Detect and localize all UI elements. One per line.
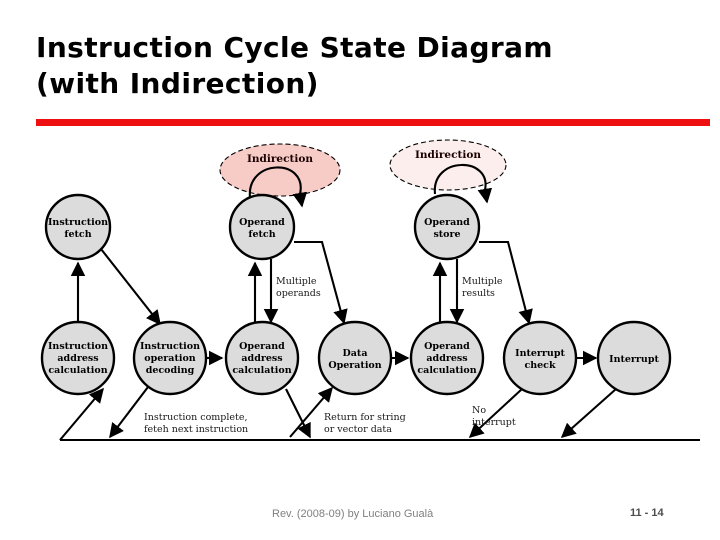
node-label-line-1: Instruction	[48, 341, 108, 352]
indirection-ellipse-operand-store: Indirection	[389, 139, 507, 191]
annotation-line-1: No	[472, 405, 486, 416]
indirection-ellipse-operand-fetch: Indirection	[219, 143, 341, 197]
edge-if-to-iod	[100, 248, 161, 326]
node-label-line-2: store	[433, 229, 460, 240]
indirection-label: Indirection	[247, 153, 313, 165]
node-label-line-3: calculation	[232, 365, 291, 376]
loop-arrow-operand-store	[477, 187, 493, 204]
node-label-line-2: fetch	[64, 229, 91, 240]
node-label-line-1: Operand	[424, 217, 470, 228]
node-label-line-3: calculation	[48, 365, 107, 376]
node-label-line-1: Interrupt	[609, 354, 659, 365]
edges	[59, 240, 700, 442]
node-label-line-1: Instruction	[48, 217, 108, 228]
annotation-line-2: feteh next instruction	[144, 424, 248, 435]
node-label-line-1: Operand	[239, 217, 285, 228]
loop-operand-fetch	[248, 166, 302, 199]
annotation-line-2: or vector data	[324, 424, 392, 435]
node-instruction-fetch[interactable]: Instruction fetch	[44, 193, 112, 261]
node-label-line-2: check	[524, 360, 556, 371]
annotation-line-2: operands	[276, 288, 321, 299]
node-operand-address-calculation-2[interactable]: Operand address calculation	[409, 320, 485, 396]
annotation-line-2: interrupt	[472, 417, 516, 428]
edge-interrupt-to-bus	[560, 388, 617, 438]
node-label-line-2: address	[57, 353, 98, 364]
node-label-line-1: Operand	[239, 341, 285, 352]
annotation-line-2: results	[462, 288, 495, 299]
node-label-line-1: Operand	[424, 341, 470, 352]
node-label-line-1: Instruction	[140, 341, 200, 352]
edge-annotations: Multiple operands Multiple results Instr…	[144, 276, 516, 435]
node-label-line-1: Data	[343, 348, 368, 359]
node-data-operation[interactable]: Data Operation	[317, 320, 393, 396]
page-title: Instruction Cycle State Diagram (with In…	[36, 30, 696, 102]
annotation-line-1: Multiple	[462, 276, 503, 287]
title-line-1: Instruction Cycle State Diagram	[36, 31, 554, 64]
edge-ic-to-bus	[468, 388, 523, 438]
edge-bus-to-oac1	[289, 386, 333, 438]
edge-oac1-to-bus	[285, 388, 311, 439]
self-loops	[248, 163, 493, 208]
annotation-multiple-results: Multiple results	[462, 276, 503, 299]
annotation-return-for-string: Return for string or vector data	[324, 412, 406, 435]
node-label-line-2: Operation	[328, 360, 381, 371]
node-label-line-3: decoding	[146, 365, 195, 376]
annotation-line-1: Return for string	[324, 412, 406, 423]
annotation-multiple-operands: Multiple operands	[276, 276, 321, 299]
title-line-2: (with Indirection)	[36, 66, 319, 100]
node-label-line-3: calculation	[417, 365, 476, 376]
nodes: Instruction fetch Operand fetch Operand …	[40, 193, 672, 396]
footer-page-number: 11 - 14	[630, 507, 664, 519]
node-interrupt[interactable]: Interrupt	[596, 320, 672, 396]
node-interrupt-check[interactable]: Interrupt check	[502, 320, 578, 396]
edge-iod-to-bus	[109, 386, 149, 439]
node-operand-fetch[interactable]: Operand fetch	[228, 193, 296, 261]
node-operand-address-calculation-1[interactable]: Operand address calculation	[224, 320, 300, 396]
node-instruction-operation-decoding[interactable]: Instruction operation decoding	[132, 320, 208, 396]
node-label-line-2: fetch	[248, 229, 275, 240]
annotation-line-1: Multiple	[276, 276, 317, 287]
node-label-line-2: address	[426, 353, 467, 364]
edge-os-to-interrupt-check	[479, 240, 533, 325]
edge-bus-to-iac	[59, 387, 104, 441]
loop-operand-store	[433, 163, 487, 195]
loop-arrow-operand-fetch	[292, 191, 308, 208]
indirection-label: Indirection	[415, 149, 481, 161]
footer-credit: Rev. (2008-09) by Luciano Gualà	[272, 508, 434, 520]
edge-of-to-dataop	[294, 240, 348, 325]
annotation-line-1: Instruction complete,	[144, 412, 248, 423]
annotation-no-interrupt: No interrupt	[472, 405, 516, 428]
node-instruction-address-calculation[interactable]: Instruction address calculation	[40, 320, 116, 396]
title-divider-rule	[36, 119, 710, 126]
node-label-line-2: address	[241, 353, 282, 364]
annotation-instruction-complete: Instruction complete, feteh next instruc…	[144, 412, 248, 435]
node-label-line-2: operation	[144, 353, 196, 364]
instruction-cycle-state-diagram: Indirection Indirection	[40, 139, 700, 442]
node-operand-store[interactable]: Operand store	[413, 193, 481, 261]
node-label-line-1: Interrupt	[515, 348, 565, 359]
